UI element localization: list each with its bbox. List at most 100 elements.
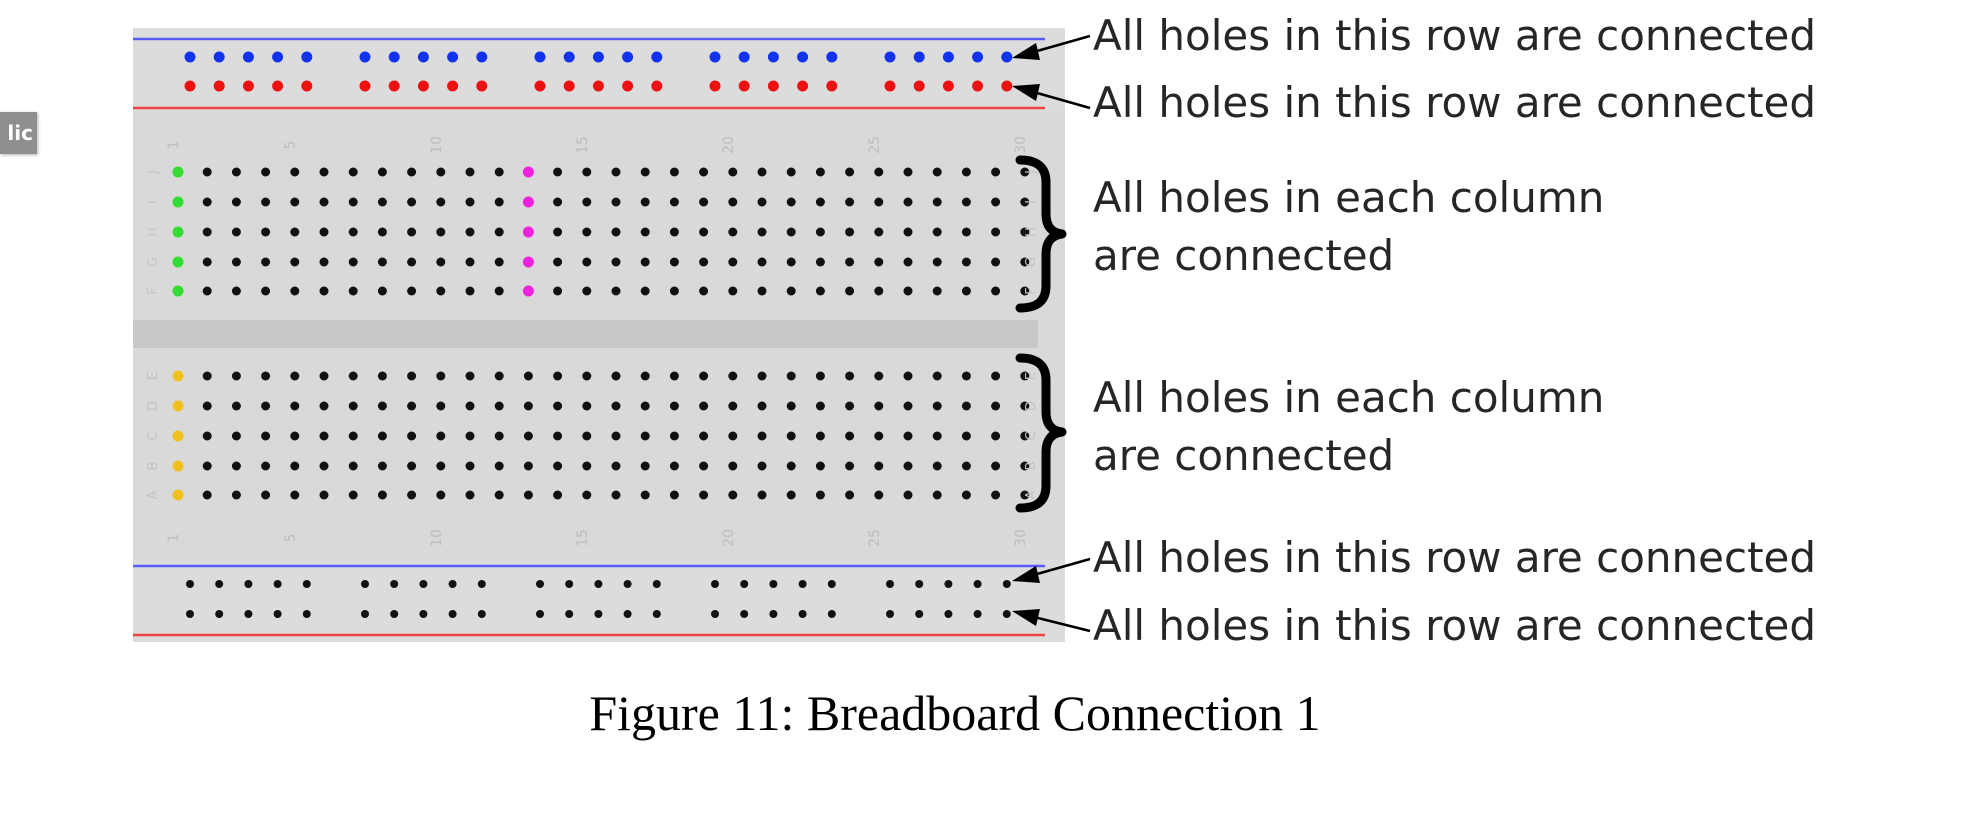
hole: [932, 371, 942, 381]
highlighted-hole: [172, 196, 184, 208]
hole: [494, 227, 504, 237]
hole: [640, 371, 650, 381]
rail-hole-red: [738, 80, 750, 92]
hole: [1020, 227, 1030, 237]
hole: [932, 197, 942, 207]
lower-column-note-line1: All holes in each column: [1093, 373, 1604, 422]
hole: [640, 227, 650, 237]
hole: [815, 461, 825, 471]
rail-hole-blue: [622, 51, 634, 63]
hole: [1020, 401, 1030, 411]
hole: [991, 461, 1001, 471]
hole: [640, 286, 650, 296]
highlighted-hole: [172, 166, 184, 178]
hole: [903, 257, 913, 267]
hole: [669, 197, 679, 207]
hole: [845, 227, 855, 237]
rail-hole-red: [622, 80, 634, 92]
hole: [640, 461, 650, 471]
column-number: 20: [721, 136, 737, 154]
hole: [874, 461, 884, 471]
hole: [611, 286, 621, 296]
hole: [932, 431, 942, 441]
rail-hole: [944, 610, 953, 618]
hole: [991, 490, 1001, 500]
hole: [728, 401, 738, 411]
rail-hole-red: [447, 80, 459, 92]
row-letter: J: [146, 170, 161, 175]
hole: [261, 371, 271, 381]
hole: [991, 257, 1001, 267]
rail-hole: [215, 580, 224, 588]
hole: [202, 461, 212, 471]
hole: [261, 286, 271, 296]
hole: [757, 490, 767, 500]
rail-hole: [594, 580, 603, 588]
hole: [699, 227, 709, 237]
hole: [348, 257, 358, 267]
hole: [815, 167, 825, 177]
row-letter: E: [146, 372, 161, 380]
side-tab[interactable]: lic: [0, 112, 37, 154]
hole: [494, 490, 504, 500]
rail-hole: [623, 610, 632, 618]
rail-hole: [419, 580, 428, 588]
hole: [699, 197, 709, 207]
hole: [786, 490, 796, 500]
column-number: 1: [166, 534, 182, 543]
hole: [407, 286, 417, 296]
hole: [407, 227, 417, 237]
hole: [582, 401, 592, 411]
hole: [465, 167, 475, 177]
rail-hole-blue: [184, 51, 196, 63]
rail-hole-blue: [242, 51, 254, 63]
rail-hole: [477, 580, 486, 588]
hole: [377, 227, 387, 237]
hole: [757, 257, 767, 267]
hole: [319, 227, 329, 237]
hole: [699, 490, 709, 500]
hole: [961, 257, 971, 267]
hole: [348, 197, 358, 207]
hole: [407, 167, 417, 177]
hole: [261, 401, 271, 411]
upper-column-note-line2: are connected: [1093, 231, 1394, 280]
rail-hole-blue: [942, 51, 954, 63]
hole: [202, 167, 212, 177]
rail-hole-blue: [417, 51, 429, 63]
hole: [231, 371, 241, 381]
hole: [932, 401, 942, 411]
row-letter: A: [1024, 490, 1039, 499]
rail-hole-red: [417, 80, 429, 92]
rail-hole: [244, 580, 253, 588]
hole: [728, 286, 738, 296]
bottom-blue-rail-note: All holes in this row are connected: [1093, 533, 1816, 582]
rail-hole-red: [388, 80, 400, 92]
rail-hole: [827, 580, 836, 588]
hole: [903, 227, 913, 237]
highlighted-hole: [522, 166, 534, 178]
rail-hole-blue: [301, 51, 313, 63]
hole: [407, 257, 417, 267]
rail-hole: [273, 610, 282, 618]
hole: [611, 257, 621, 267]
hole: [845, 431, 855, 441]
hole: [669, 286, 679, 296]
rail-hole-red: [301, 80, 313, 92]
hole: [231, 227, 241, 237]
highlighted-hole: [172, 489, 184, 501]
hole: [640, 167, 650, 177]
rail-hole: [186, 610, 194, 618]
hole: [202, 257, 212, 267]
hole: [815, 257, 825, 267]
rail-hole: [273, 580, 282, 588]
hole: [377, 461, 387, 471]
highlighted-hole: [522, 196, 534, 208]
hole: [669, 227, 679, 237]
rail-hole: [536, 580, 544, 588]
row-letter: I: [1024, 200, 1039, 204]
hole: [845, 286, 855, 296]
hole: [377, 167, 387, 177]
hole: [757, 431, 767, 441]
row-letter: D: [1024, 401, 1039, 411]
